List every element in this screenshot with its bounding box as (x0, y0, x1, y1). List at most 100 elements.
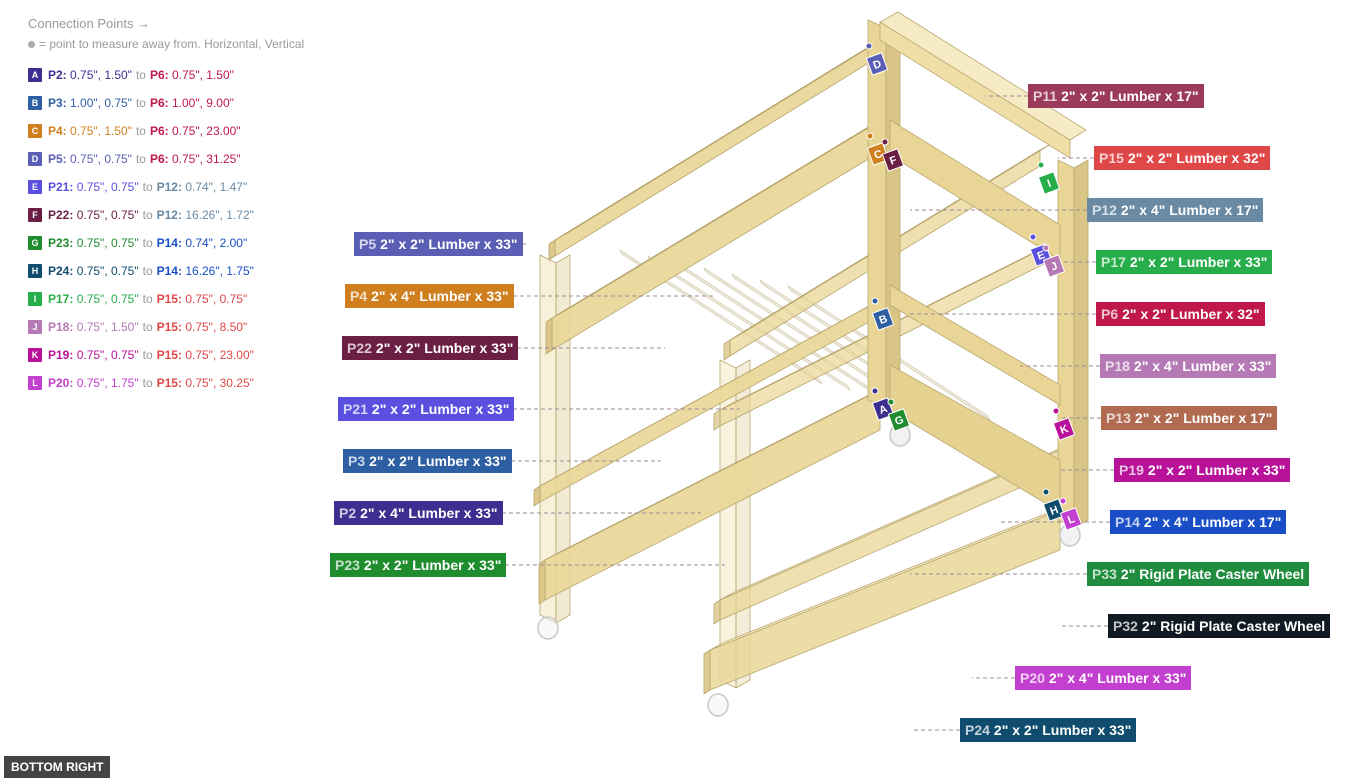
connection-marker-k[interactable]: K (1052, 417, 1076, 441)
lumber-piece (889, 284, 1061, 406)
connection-marker-l[interactable]: L (1059, 507, 1083, 531)
legend-to-value: 16.26", 1.72" (185, 208, 254, 222)
connection-marker-j[interactable]: J (1042, 254, 1066, 278)
part-desc: 2" x 2" Lumber x 33" (380, 236, 518, 252)
legend-from-id: P2: (48, 68, 67, 82)
legend-from-id: P4: (48, 124, 67, 138)
legend-to-word: to (142, 208, 153, 222)
legend-badge: J (28, 320, 42, 334)
legend-to-id: P12: (156, 180, 182, 194)
part-id: P3 (348, 453, 366, 469)
part-desc: 2" x 2" Lumber x 33" (363, 557, 502, 573)
connection-marker-f[interactable]: F (881, 148, 905, 172)
legend-from-value: 0.75", 0.75" (76, 264, 139, 278)
part-id: P20 (1020, 670, 1045, 686)
legend-from-value: 1.00", 0.75" (70, 96, 132, 110)
legend-to-value: 0.75", 1.50" (171, 68, 234, 82)
measure-point-dot (865, 42, 873, 50)
lumber-piece (879, 11, 1087, 141)
legend-badge: F (28, 208, 42, 222)
connection-marker-d[interactable]: D (865, 52, 889, 76)
connection-marker-c[interactable]: C (866, 142, 890, 166)
lumber-piece (703, 649, 711, 695)
legend-to-word: to (142, 292, 153, 306)
connection-marker-g[interactable]: G (887, 408, 911, 432)
legend-to-value: 0.75", 8.50" (185, 320, 248, 334)
part-id: P2 (339, 505, 357, 521)
legend-badge: L (28, 376, 42, 390)
legend-to-id: P6: (149, 124, 169, 138)
part-id: P24 (965, 722, 990, 738)
legend-from-value: 0.75", 0.75" (76, 236, 139, 250)
legend-to-value: 0.75", 0.75" (185, 292, 248, 306)
legend-to-value: 0.74", 2.00" (185, 236, 248, 250)
connection-marker-h[interactable]: H (1042, 498, 1066, 522)
legend-badge: C (28, 124, 42, 138)
lumber-piece (1073, 159, 1089, 529)
legend-to-word: to (135, 96, 146, 110)
view-orientation-button[interactable]: BOTTOM RIGHT (4, 756, 111, 778)
legend-to-value: 0.75", 31.25" (171, 152, 241, 166)
legend-from-value: 0.75", 1.50" (76, 320, 139, 334)
legend-to-id: P6: (149, 96, 169, 110)
marker-letter: A (878, 403, 890, 417)
legend-to-value: 0.75", 23.00" (171, 124, 241, 138)
legend-to-word: to (135, 124, 146, 138)
measure-point-dot (866, 132, 874, 140)
legend-badge: A (28, 68, 42, 82)
legend-from-id: P3: (48, 96, 67, 110)
marker-letter: H (1049, 504, 1061, 518)
connection-marker-i[interactable]: I (1037, 171, 1061, 195)
measure-point-dot (1052, 407, 1060, 415)
legend-badge: I (28, 292, 42, 306)
legend-to-id: P14: (156, 236, 182, 250)
legend-badge: G (28, 236, 42, 250)
legend-badge: B (28, 96, 42, 110)
part-id: P12 (1092, 202, 1117, 218)
lumber-piece (554, 33, 893, 241)
part-id: P13 (1106, 410, 1131, 426)
marker-letter: I (1046, 178, 1053, 190)
part-id: P6 (1101, 306, 1119, 322)
measure-point-dot (1037, 161, 1045, 169)
legend-from-value: 0.75", 1.75" (76, 376, 139, 390)
legend-to-id: P6: (149, 152, 169, 166)
connection-marker-b[interactable]: B (871, 307, 895, 331)
legend-from-id: P5: (48, 152, 67, 166)
legend-to-id: P14: (156, 264, 182, 278)
part-desc: 2" x 4" Lumber x 17" (1120, 202, 1259, 218)
part-desc: 2" x 2" Lumber x 17" (1061, 88, 1199, 104)
legend-from-value: 0.75", 1.50" (70, 124, 132, 138)
legend-from-id: P18: (48, 320, 74, 334)
part-desc: 2" x 2" Lumber x 32" (1127, 150, 1266, 166)
part-id: P11 (1033, 88, 1058, 104)
legend-badge: H (28, 264, 42, 278)
